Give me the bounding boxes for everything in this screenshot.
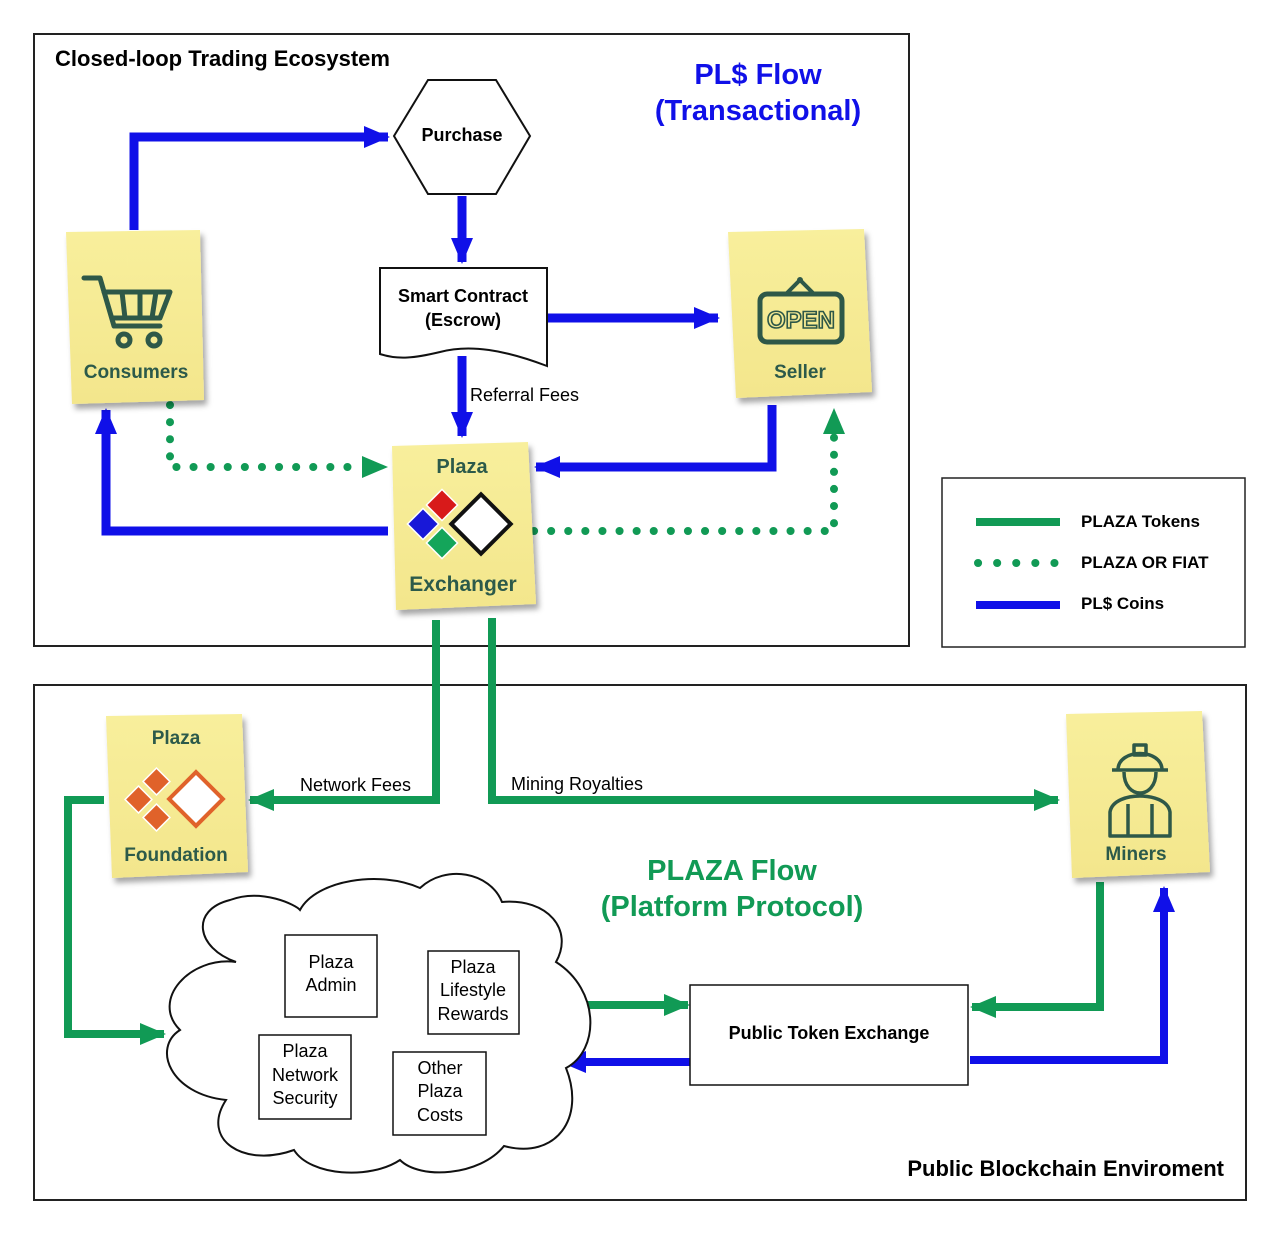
smart-contract-label-1: Smart Contract — [398, 286, 528, 306]
other-costs-line1: Other — [417, 1058, 462, 1078]
plaza-admin-line2: Admin — [305, 975, 356, 995]
purchase-label: Purchase — [421, 125, 502, 145]
plaza-lifestyle-line1: Plaza — [450, 957, 496, 977]
plaza-flow-title-1: PLAZA Flow — [647, 855, 817, 887]
arrow-foundation-to-cloud — [64, 796, 166, 1045]
legend-label-plaza-or-fiat: PLAZA OR FIAT — [1081, 553, 1209, 572]
consumers-note[interactable]: Consumers — [66, 230, 204, 404]
plaza-foundation-note[interactable]: Plaza Foundation — [106, 714, 248, 878]
pl-flow-title-2: (Transactional) — [655, 95, 861, 127]
exchanger-top-label: Plaza — [436, 456, 488, 478]
plaza-security-line2: Network — [272, 1065, 339, 1085]
dotted-exchanger-to-seller — [530, 432, 838, 535]
plaza-exchanger-note[interactable]: Plaza Exchanger — [392, 442, 536, 610]
legend: PLAZA Tokens PLAZA OR FIAT PL$ Coins — [974, 512, 1209, 613]
arrow-network-fees — [248, 620, 440, 811]
network-fees-label: Network Fees — [300, 775, 411, 795]
open-sign-text: OPEN — [767, 307, 835, 334]
other-costs-line3: Costs — [417, 1105, 463, 1125]
plaza-admin-line1: Plaza — [308, 952, 354, 972]
dotted-consumers-to-exchanger — [166, 401, 366, 471]
smart-contract-label-2: (Escrow) — [425, 310, 501, 330]
plaza-admin-box[interactable] — [284, 934, 378, 1018]
purchase-hexagon[interactable] — [392, 79, 532, 195]
seller-label: Seller — [774, 362, 826, 383]
closed-loop-frame — [33, 33, 910, 647]
dotted-arrowhead-1 — [362, 456, 388, 478]
cloud-shape — [166, 873, 592, 1174]
referral-fees-label: Referral Fees — [470, 385, 579, 405]
public-env-footer: Public Blockchain Enviroment — [907, 1156, 1224, 1181]
shopping-cart-icon — [81, 275, 173, 349]
exchanger-bottom-label: Exchanger — [409, 573, 516, 596]
other-costs-line2: Plaza — [417, 1081, 463, 1101]
mining-royalties-label: Mining Royalties — [511, 774, 643, 794]
plaza-foundation-logo-icon — [124, 767, 226, 832]
other-costs-box[interactable] — [392, 1051, 487, 1136]
pl-flow-title-1: PL$ Flow — [694, 59, 822, 91]
open-sign-icon: OPEN — [757, 277, 845, 345]
plaza-lifestyle-box[interactable] — [427, 950, 520, 1035]
plaza-security-box[interactable] — [258, 1034, 352, 1120]
plaza-security-line3: Security — [272, 1088, 337, 1108]
miners-note[interactable]: Miners — [1066, 711, 1210, 878]
foundation-bottom-label: Foundation — [124, 845, 227, 866]
arrow-exchanger-to-consumers — [95, 408, 388, 536]
legend-label-plaza-tokens: PLAZA Tokens — [1081, 512, 1200, 531]
arrow-consumers-to-purchase — [129, 126, 390, 230]
plaza-logo-icon — [406, 488, 514, 560]
plaza-security-line1: Plaza — [282, 1041, 328, 1061]
dotted-arrowhead-2 — [823, 408, 845, 434]
plaza-lifestyle-line2: Lifestyle — [440, 980, 506, 1000]
public-env-frame — [33, 684, 1247, 1201]
legend-frame — [941, 477, 1246, 648]
legend-label-pl-coins: PL$ Coins — [1081, 594, 1164, 613]
arrow-miners-to-exchange — [970, 882, 1104, 1018]
foundation-top-label: Plaza — [152, 728, 201, 749]
seller-note[interactable]: OPEN Seller — [728, 229, 872, 398]
plaza-flow-title-2: (Platform Protocol) — [601, 891, 864, 923]
arrow-mining-royalties — [488, 618, 1060, 811]
miner-icon — [1108, 743, 1172, 838]
closed-loop-title: Closed-loop Trading Ecosystem — [55, 46, 390, 71]
public-token-exchange-box[interactable] — [689, 984, 969, 1086]
consumers-label: Consumers — [84, 362, 189, 383]
miners-label: Miners — [1105, 844, 1166, 865]
arrow-exchange-to-miners — [970, 886, 1175, 1064]
smart-contract-shape[interactable] — [379, 267, 548, 368]
public-token-exchange-label: Public Token Exchange — [729, 1023, 930, 1043]
arrow-seller-to-exchanger — [534, 405, 777, 478]
plaza-lifestyle-line3: Rewards — [437, 1004, 508, 1024]
